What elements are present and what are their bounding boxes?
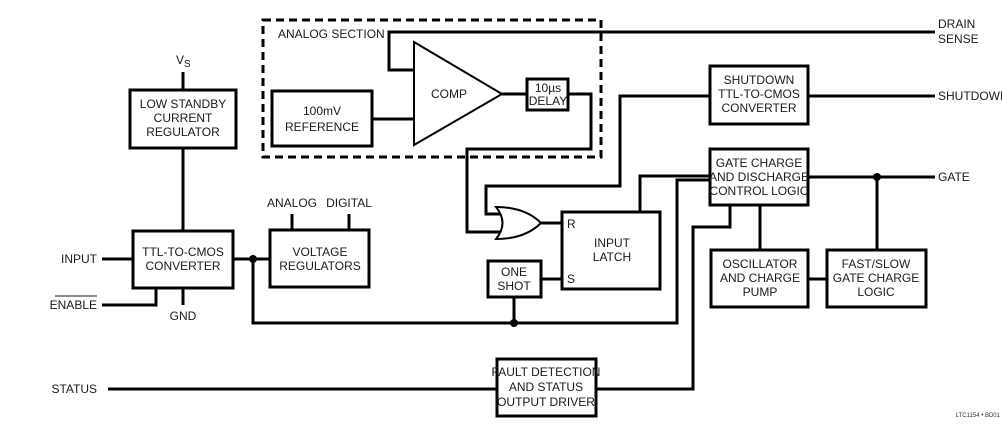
input-latch-label-2: LATCH bbox=[593, 250, 631, 264]
fast-slow-label-3: LOGIC bbox=[857, 285, 895, 299]
pin-analog: ANALOG bbox=[267, 196, 317, 210]
junction-dot bbox=[873, 173, 881, 181]
shutdown-conv-label-2: TTL-TO-CMOS bbox=[718, 87, 800, 101]
fast-slow-gate-logic-block bbox=[825, 248, 928, 309]
one-shot-block bbox=[486, 259, 543, 299]
oscillator-label-1: OSCILLATOR bbox=[723, 257, 798, 271]
delay-label-2: DELAY bbox=[529, 94, 567, 108]
pin-drain-sense-1: DRAIN bbox=[938, 17, 975, 31]
reference-block bbox=[270, 89, 374, 148]
latch-pin-r: R bbox=[567, 217, 576, 231]
fault-detection-block bbox=[495, 357, 598, 418]
input-latch-label-1: INPUT bbox=[594, 236, 631, 250]
junction-dot bbox=[249, 255, 257, 263]
fast-slow-label-2: GATE CHARGE bbox=[833, 271, 919, 285]
oscillator-label-2: AND CHARGE bbox=[720, 271, 800, 285]
wire-shutdown-or bbox=[484, 94, 710, 216]
pin-digital: DIGITAL bbox=[326, 196, 372, 210]
gate-logic-label-3: CONTROL LOGIC bbox=[710, 184, 809, 198]
pin-vs: VS bbox=[176, 53, 191, 70]
gate-logic-label-2: AND DISCHARGE bbox=[709, 170, 809, 184]
voltage-regulators-block bbox=[268, 228, 371, 289]
comparator-symbol bbox=[413, 40, 504, 147]
figure-id: LTC1154 • BD01 bbox=[956, 413, 1001, 419]
pin-shutdown: SHUTDOWN bbox=[938, 89, 1002, 103]
low-standby-regulator-block bbox=[128, 88, 238, 150]
shutdown-converter-block bbox=[708, 64, 810, 126]
gate-control-logic-block bbox=[708, 147, 810, 207]
voltage-regulators-label-2: REGULATORS bbox=[279, 259, 361, 273]
fault-label-3: OUTPUT DRIVER bbox=[497, 395, 595, 409]
low-standby-label-2: CURRENT bbox=[154, 111, 213, 125]
pin-drain-sense-2: SENSE bbox=[938, 32, 979, 46]
pin-vs-sub: S bbox=[184, 59, 191, 70]
analog-section-boundary bbox=[261, 18, 603, 159]
junction-dot bbox=[510, 319, 518, 327]
gate-logic-label-1: GATE CHARGE bbox=[716, 156, 802, 170]
ttl-cmos-label-1: TTL-TO-CMOS bbox=[142, 245, 224, 259]
one-shot-label-1: ONE bbox=[501, 265, 527, 279]
fault-label-1: FAULT DETECTION bbox=[492, 365, 601, 379]
one-shot-label-2: SHOT bbox=[497, 279, 531, 293]
fault-label-2: AND STATUS bbox=[509, 380, 583, 394]
low-standby-label-3: REGULATOR bbox=[146, 125, 220, 139]
voltage-regulators-label-1: VOLTAGE bbox=[293, 245, 348, 259]
wire-enable bbox=[102, 288, 158, 307]
wire-latch-gate bbox=[638, 174, 710, 212]
input-latch-block bbox=[560, 210, 662, 291]
shutdown-conv-label-1: SHUTDOWN bbox=[724, 73, 795, 87]
pin-gate: GATE bbox=[938, 170, 970, 184]
ttl-cmos-converter-block bbox=[131, 229, 235, 290]
shutdown-conv-label-3: CONVERTER bbox=[721, 101, 796, 115]
latch-pin-s: S bbox=[567, 272, 575, 286]
reference-label-2: REFERENCE bbox=[285, 120, 359, 134]
low-standby-label-1: LOW STANDBY bbox=[140, 97, 226, 111]
pin-vs-main: V bbox=[176, 53, 184, 67]
fast-slow-label-1: FAST/SLOW bbox=[842, 257, 911, 271]
pin-status: STATUS bbox=[51, 382, 97, 396]
wire-gate-fault bbox=[596, 205, 732, 391]
oscillator-label-3: PUMP bbox=[743, 285, 778, 299]
reference-label-1: 100mV bbox=[303, 104, 341, 118]
or-gate-symbol bbox=[493, 205, 543, 241]
pin-gnd: GND bbox=[170, 309, 197, 323]
pin-input: INPUT bbox=[61, 252, 98, 266]
pin-enable: ENABLE bbox=[50, 298, 97, 312]
wire-drain-sense bbox=[387, 30, 935, 72]
delay-label-1: 10µs bbox=[535, 81, 561, 95]
delay-block bbox=[525, 77, 570, 112]
analog-section-label: ANALOG SECTION bbox=[278, 27, 385, 41]
wire-delay-or bbox=[465, 92, 593, 234]
ttl-cmos-label-2: CONVERTER bbox=[145, 259, 220, 273]
oscillator-charge-pump-block bbox=[709, 248, 810, 309]
comparator-label: COMP bbox=[431, 87, 467, 101]
